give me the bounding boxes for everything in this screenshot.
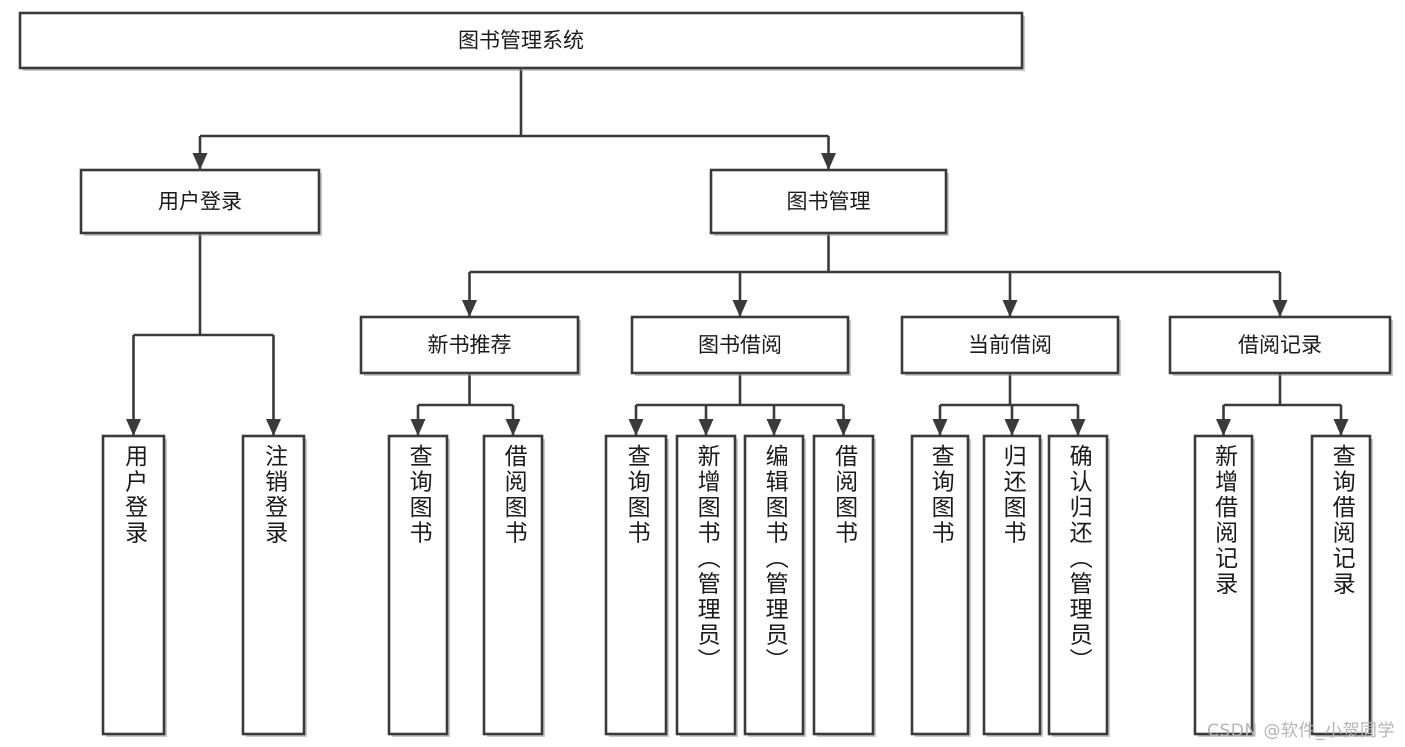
node-label-book-management: 图书管理: [787, 190, 871, 214]
node-box-leaf-query-book-borrow[interactable]: [604, 434, 668, 736]
node-box-leaf-borrow-book-recommend[interactable]: [482, 434, 544, 736]
arrow-head-current-borrow: [1002, 300, 1018, 317]
node-label-borrow-record: 借阅记录: [1238, 333, 1322, 357]
arrow-head-leaf-add-book-admin: [698, 419, 714, 436]
arrow-head-leaf-query-book-current: [932, 419, 948, 436]
arrow-head-leaf-query-borrow-record: [1333, 419, 1349, 436]
node-box-borrow-record[interactable]: [1168, 315, 1392, 375]
arrow-head-book-management: [821, 153, 836, 170]
node-label-root: 图书管理系统: [458, 29, 584, 53]
node-box-leaf-add-borrow-record[interactable]: [1193, 434, 1254, 736]
connectors-layer: [126, 68, 1349, 436]
arrow-head-leaf-user-login: [126, 419, 141, 436]
node-box-leaf-logout[interactable]: [241, 434, 306, 736]
node-box-leaf-query-book-recommend[interactable]: [387, 434, 449, 736]
node-box-leaf-query-book-current[interactable]: [910, 434, 970, 736]
arrow-head-leaf-borrow-book-recommend: [505, 419, 521, 436]
node-box-user-login[interactable]: [79, 168, 321, 235]
node-box-leaf-query-borrow-record[interactable]: [1310, 434, 1372, 736]
node-box-current-borrow[interactable]: [900, 315, 1120, 375]
arrow-head-leaf-add-borrow-record: [1216, 419, 1231, 436]
node-box-leaf-borrow-book[interactable]: [812, 434, 875, 736]
node-box-book-management[interactable]: [709, 168, 948, 235]
arrow-head-borrow-record: [1272, 300, 1288, 317]
node-box-leaf-add-book-admin[interactable]: [675, 434, 737, 736]
node-label-book-borrow: 图书借阅: [698, 333, 782, 357]
node-box-leaf-user-login[interactable]: [101, 434, 166, 736]
arrow-head-book-borrow: [732, 300, 748, 317]
arrow-head-leaf-query-book-recommend: [410, 419, 426, 436]
arrow-head-new-book-recommend: [462, 300, 477, 317]
arrow-head-leaf-logout: [266, 419, 281, 436]
boxes-layer: [18, 11, 1393, 737]
node-label-user-login: 用户登录: [158, 190, 242, 214]
node-box-root[interactable]: [18, 11, 1024, 70]
node-box-leaf-confirm-return-admin[interactable]: [1047, 434, 1109, 736]
arrow-head-leaf-borrow-book: [836, 419, 851, 436]
node-label-new-book-recommend: 新书推荐: [428, 333, 512, 357]
node-label-current-borrow: 当前借阅: [968, 333, 1052, 357]
node-box-book-borrow[interactable]: [630, 315, 850, 375]
arrow-head-leaf-edit-book-admin: [766, 419, 782, 436]
node-box-leaf-return-book[interactable]: [982, 434, 1042, 736]
node-box-leaf-edit-book-admin[interactable]: [743, 434, 805, 736]
arrow-head-leaf-confirm-return-admin: [1070, 419, 1086, 436]
arrow-head-leaf-return-book: [1004, 419, 1020, 436]
arrow-head-user-login: [192, 153, 208, 170]
node-box-new-book-recommend[interactable]: [359, 315, 580, 375]
arrow-head-leaf-query-book-borrow: [628, 419, 644, 436]
watermark-text: CSDN @软件_小贺同学: [1207, 721, 1395, 741]
